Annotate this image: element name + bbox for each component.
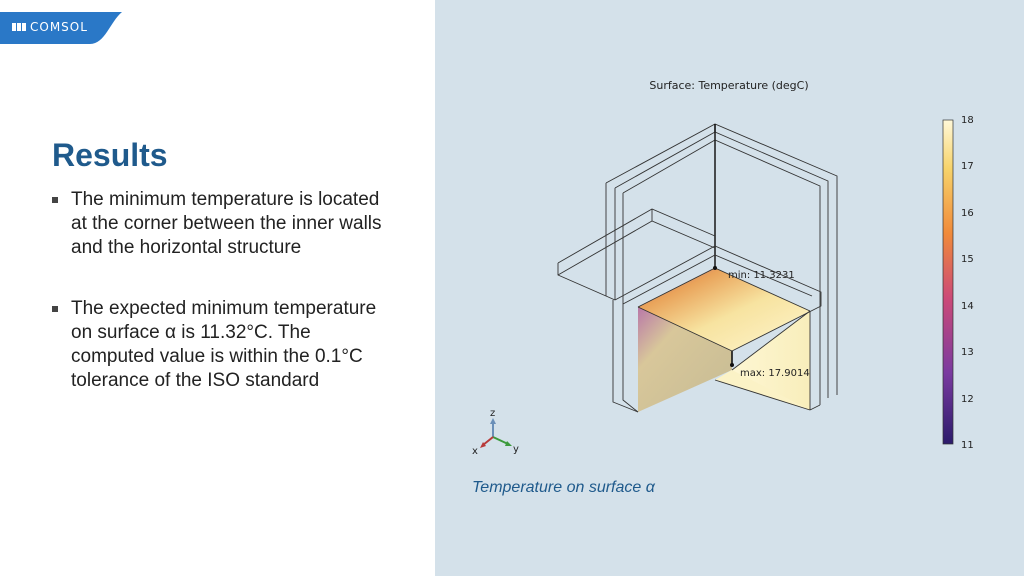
axis-label-y: y [513, 444, 519, 455]
plot-title: Surface: Temperature (degC) [649, 79, 808, 92]
colorbar-ticks: 18 17 16 15 14 13 12 11 [961, 115, 974, 451]
axis-label-x: x [472, 446, 478, 457]
bullet-item-1: The minimum temperature is located at th… [52, 188, 387, 260]
comsol-logo-tab [0, 12, 122, 44]
bullet-marker [52, 306, 58, 312]
axis-label-z: z [490, 408, 495, 419]
axis-triad-icon: z x y [472, 408, 519, 457]
geometry-wireframe [557, 123, 838, 413]
temperature-plot: Surface: Temperature (degC) [472, 79, 974, 457]
min-marker [713, 266, 717, 270]
colorbar-tick-18: 18 [961, 115, 974, 126]
colorbar-tick-17: 17 [961, 161, 974, 172]
max-label: max: 17.9014 [740, 368, 810, 379]
bullet-marker [52, 197, 58, 203]
colorbar-tick-15: 15 [961, 254, 974, 265]
colorbar [942, 119, 954, 445]
page-title: Results [52, 137, 168, 173]
bullet-text-2: The expected minimum temperature on surf… [71, 298, 377, 391]
figure-caption: Temperature on surface α [472, 479, 655, 496]
bullet-item-2: The expected minimum temperature on surf… [52, 297, 387, 393]
colorbar-tick-16: 16 [961, 208, 974, 219]
colorbar-tick-13: 13 [961, 347, 974, 358]
colorbar-tick-14: 14 [961, 301, 974, 312]
colorbar-tick-11: 11 [961, 440, 974, 451]
comsol-logo-text: COMSOL [30, 20, 88, 34]
bullet-text-1: The minimum temperature is located at th… [71, 189, 382, 258]
colorbar-tick-12: 12 [961, 394, 974, 405]
temperature-surface [638, 268, 810, 412]
min-label: min: 11.3231 [728, 270, 795, 281]
max-marker [730, 363, 734, 367]
